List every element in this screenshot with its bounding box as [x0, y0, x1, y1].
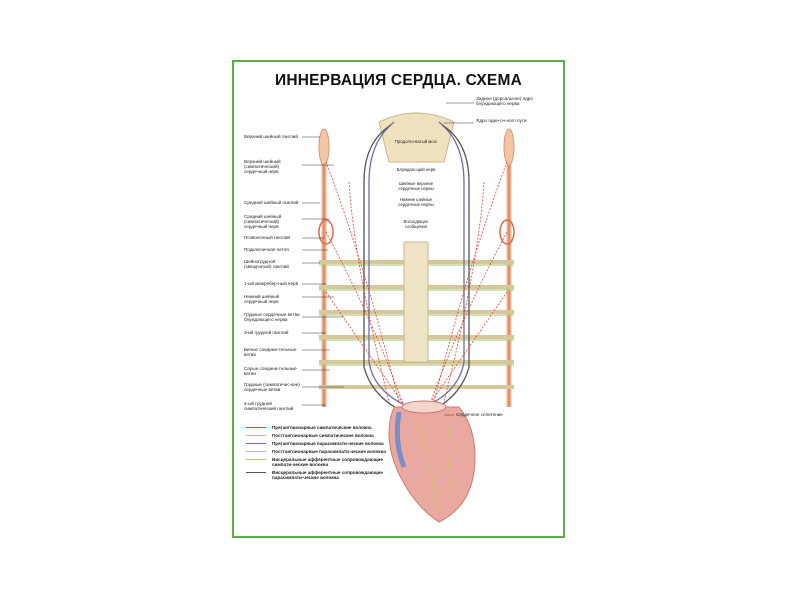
legend-label: Постганглионарные симпатические волокна: [272, 433, 374, 438]
legend-swatch: [246, 459, 266, 460]
legend-swatch: [246, 427, 266, 428]
poster: ИННЕРВАЦИЯ СЕРДЦА. СХЕМА: [232, 60, 565, 538]
legend-swatch: [246, 435, 266, 436]
label-cardiac-plexus: Сердечное сплетение: [456, 412, 503, 417]
label-gray-rami: Серые соедини-тельные ветви: [244, 366, 297, 376]
label-medulla: Продолго-ватый мозг: [394, 139, 438, 144]
label-ascending-communication: Восходящее сообщение: [393, 219, 439, 230]
label-superior-cervical-cardiac-nerve: Верхний шейный (симпатический) сердечный…: [244, 159, 281, 174]
legend-label: Висцеральные афферентные сопровождающие …: [272, 457, 383, 467]
legend-label: Преганглионарные симпатические волокна: [272, 425, 372, 430]
postganglionic-fibers: [325, 161, 508, 413]
label-inferior-cervical-cardiac-nerves: Нижние шейные сердечные нервы: [393, 197, 439, 208]
label-vagus-nerve: Блуждаю-щий нерв: [393, 167, 439, 173]
label-fourth-thoracic-ganglion: 4-ый грудной симпатический ганглий: [244, 401, 294, 411]
legend-item: Постганглионарные симпатические волокна: [246, 433, 396, 438]
label-thoracic-cardiac-branches: Грудные (симпатичес-кие) сердечные ветви: [244, 382, 300, 392]
label-vertebral-ganglion: Позвоночный ганглий: [244, 235, 290, 240]
label-middle-cervical-cardiac-nerve: Средний шейный (симпатический) сердечный…: [244, 214, 282, 229]
label-subclavian-loop: Подключичная петля: [244, 247, 289, 252]
label-superior-cervical-cardiac-nerves: Шейные верхние сердечные нервы: [393, 181, 439, 192]
legend: Преганглионарные симпатические волокна П…: [246, 425, 396, 483]
heart-innervation-illustration: [302, 102, 515, 523]
legend-item: Постганглионарные парасимпати-ческие вол…: [246, 449, 396, 454]
legend-item: Преганглионарные парасимпати-ческие воло…: [246, 441, 396, 446]
poster-title: ИННЕРВАЦИЯ СЕРДЦА. СХЕМА: [275, 72, 522, 89]
legend-label: Преганглионарные парасимпати-ческие воло…: [272, 441, 384, 446]
legend-label: Висцеральные афферентные сопровождающие …: [272, 470, 383, 480]
label-dorsal-vagal-nucleus: Заднее (дорсальное) ядро блуждающего нер…: [476, 96, 533, 106]
legend-swatch: [246, 472, 266, 473]
legend-item: Преганглионарные симпатические волокна: [246, 425, 396, 430]
legend-item: Висцеральные афферентные сопровождающие …: [246, 470, 396, 480]
legend-swatch: [246, 443, 266, 444]
legend-item: Висцеральные афферентные сопровождающие …: [246, 457, 396, 467]
label-stellate-ganglion: Шейногрудной (звездчатый) ганглий: [244, 259, 289, 269]
label-third-thoracic-ganglion: 3-ий грудной ганглий: [244, 330, 289, 335]
medulla-shape: [378, 112, 455, 163]
label-white-rami: Белые соедини-тельные ветви: [244, 347, 297, 357]
label-thoracic-vagal-branches: Грудные сердечные ветви блуждающего нерв…: [244, 312, 300, 322]
vagus-nerves: [363, 121, 470, 413]
legend-swatch: [246, 451, 266, 452]
label-first-intercostal-nerve: 1-ый межребер-ный нерв: [244, 281, 299, 286]
label-middle-cervical-ganglion: Средний шейный ганглий: [244, 200, 299, 205]
label-inferior-cervical-cardiac-nerve: Нижний шейный сердечный нерв: [244, 294, 280, 304]
label-solitary-tract-nucleus: Ядро один-оч-ного пути: [476, 118, 527, 123]
legend-label: Постганглионарные парасимпати-ческие вол…: [272, 449, 386, 454]
label-superior-cervical-ganglion: Верхний шейный ганглий: [244, 134, 298, 139]
heart-illustration: [388, 400, 476, 523]
